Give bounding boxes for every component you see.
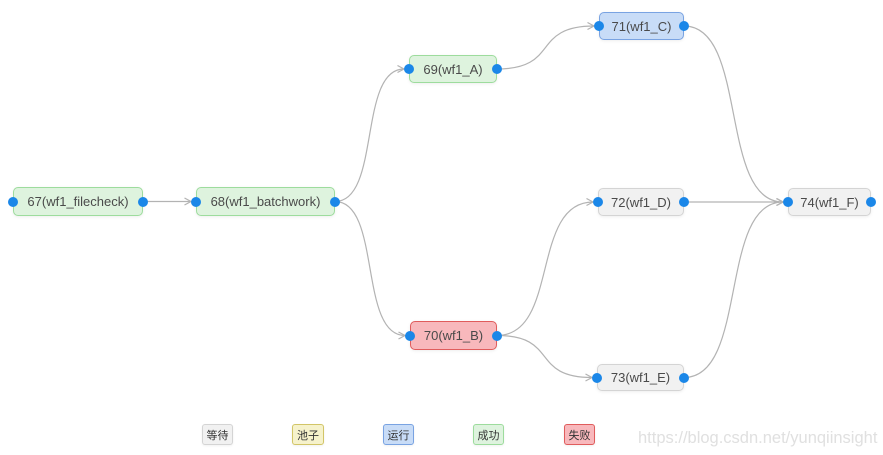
- node-67-right-port[interactable]: [138, 196, 148, 207]
- legend-label: 等待: [206, 429, 229, 442]
- node-label: 72(wf1_D): [611, 194, 671, 210]
- edge-70-73: [496, 334, 592, 378]
- edge-68-70: [334, 200, 405, 336]
- watermark-text: https://blog.csdn.net/yunqiinsight: [638, 429, 878, 447]
- edge-68-69: [334, 69, 404, 203]
- node-71-right-port[interactable]: [679, 21, 689, 31]
- workflow-node-70[interactable]: 70(wf1_B): [410, 321, 497, 350]
- edge-69-71: [496, 26, 594, 70]
- node-72-left-port[interactable]: [593, 197, 603, 207]
- node-label: 74(wf1_F): [800, 194, 859, 210]
- node-73-right-port[interactable]: [679, 372, 689, 383]
- legend-item-waiting: 等待: [202, 424, 233, 445]
- legend-item-pool: 池子: [292, 424, 324, 445]
- edge-70-72: [496, 202, 593, 337]
- node-label: 73(wf1_E): [610, 370, 671, 385]
- node-label: 69(wf1_A): [423, 61, 483, 77]
- node-label: 70(wf1_B): [423, 328, 484, 343]
- node-72-right-port[interactable]: [679, 197, 689, 207]
- node-68-right-port[interactable]: [330, 196, 340, 207]
- node-67-left-port[interactable]: [8, 196, 18, 207]
- workflow-node-73[interactable]: 73(wf1_E): [597, 364, 684, 391]
- workflow-node-69[interactable]: 69(wf1_A): [409, 55, 497, 83]
- legend-item-running: 运行: [383, 424, 414, 445]
- node-73-left-port[interactable]: [592, 372, 602, 383]
- workflow-node-68[interactable]: 68(wf1_batchwork): [196, 187, 335, 216]
- node-69-right-port[interactable]: [492, 64, 502, 74]
- node-label: 67(wf1_filecheck): [27, 194, 129, 209]
- legend-label: 运行: [387, 429, 410, 442]
- node-70-left-port[interactable]: [405, 330, 415, 341]
- workflow-node-72[interactable]: 72(wf1_D): [598, 188, 684, 216]
- node-label: 71(wf1_C): [611, 18, 672, 34]
- workflow-node-71[interactable]: 71(wf1_C): [599, 12, 684, 40]
- node-74-right-port[interactable]: [866, 197, 876, 207]
- legend-label: 成功: [477, 429, 500, 442]
- legend-item-failure: 失败: [564, 424, 595, 445]
- node-71-left-port[interactable]: [594, 21, 604, 31]
- node-68-left-port[interactable]: [191, 196, 201, 207]
- workflow-node-74[interactable]: 74(wf1_F): [788, 188, 871, 216]
- node-74-left-port[interactable]: [783, 197, 793, 207]
- edge-73-74: [683, 202, 783, 379]
- legend-item-success: 成功: [473, 424, 504, 445]
- legend-label: 失败: [568, 429, 591, 442]
- legend-label: 池子: [297, 429, 319, 442]
- workflow-node-67[interactable]: 67(wf1_filecheck): [13, 187, 143, 216]
- node-70-right-port[interactable]: [492, 330, 502, 341]
- node-69-left-port[interactable]: [404, 64, 414, 74]
- edge-71-74: [683, 25, 783, 202]
- node-label: 68(wf1_batchwork): [210, 194, 321, 209]
